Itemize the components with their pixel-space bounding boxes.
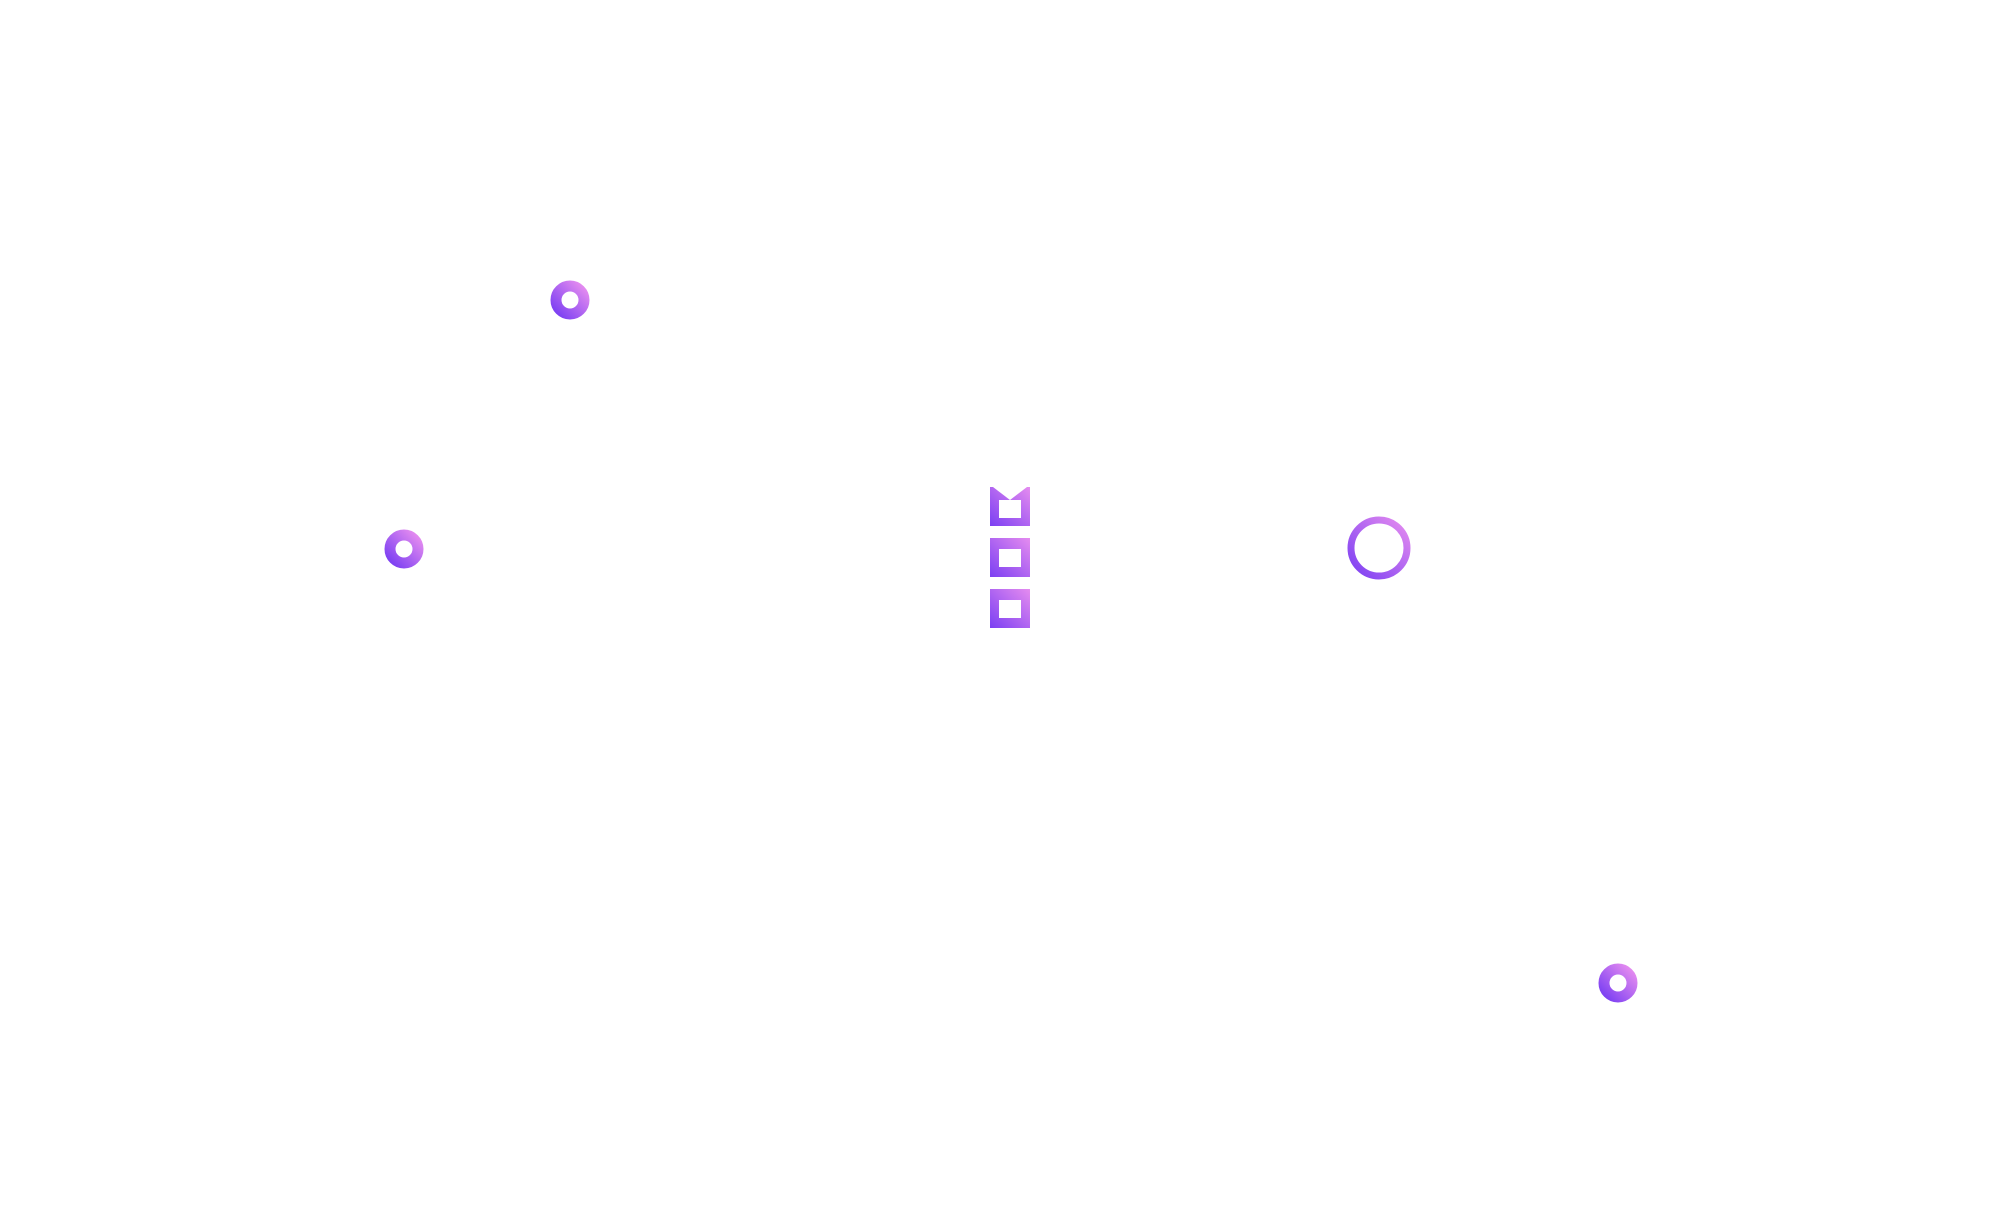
checklist-item-checked xyxy=(990,487,1030,526)
ring-node-icon xyxy=(550,280,590,320)
checklist-icon xyxy=(990,487,1030,628)
ring-node-icon xyxy=(384,529,424,569)
checklist-item-unchecked xyxy=(990,589,1030,628)
checklist-item-unchecked xyxy=(990,538,1030,577)
ring-hub-icon xyxy=(1347,516,1411,580)
ring-node-icon xyxy=(1598,963,1638,1003)
